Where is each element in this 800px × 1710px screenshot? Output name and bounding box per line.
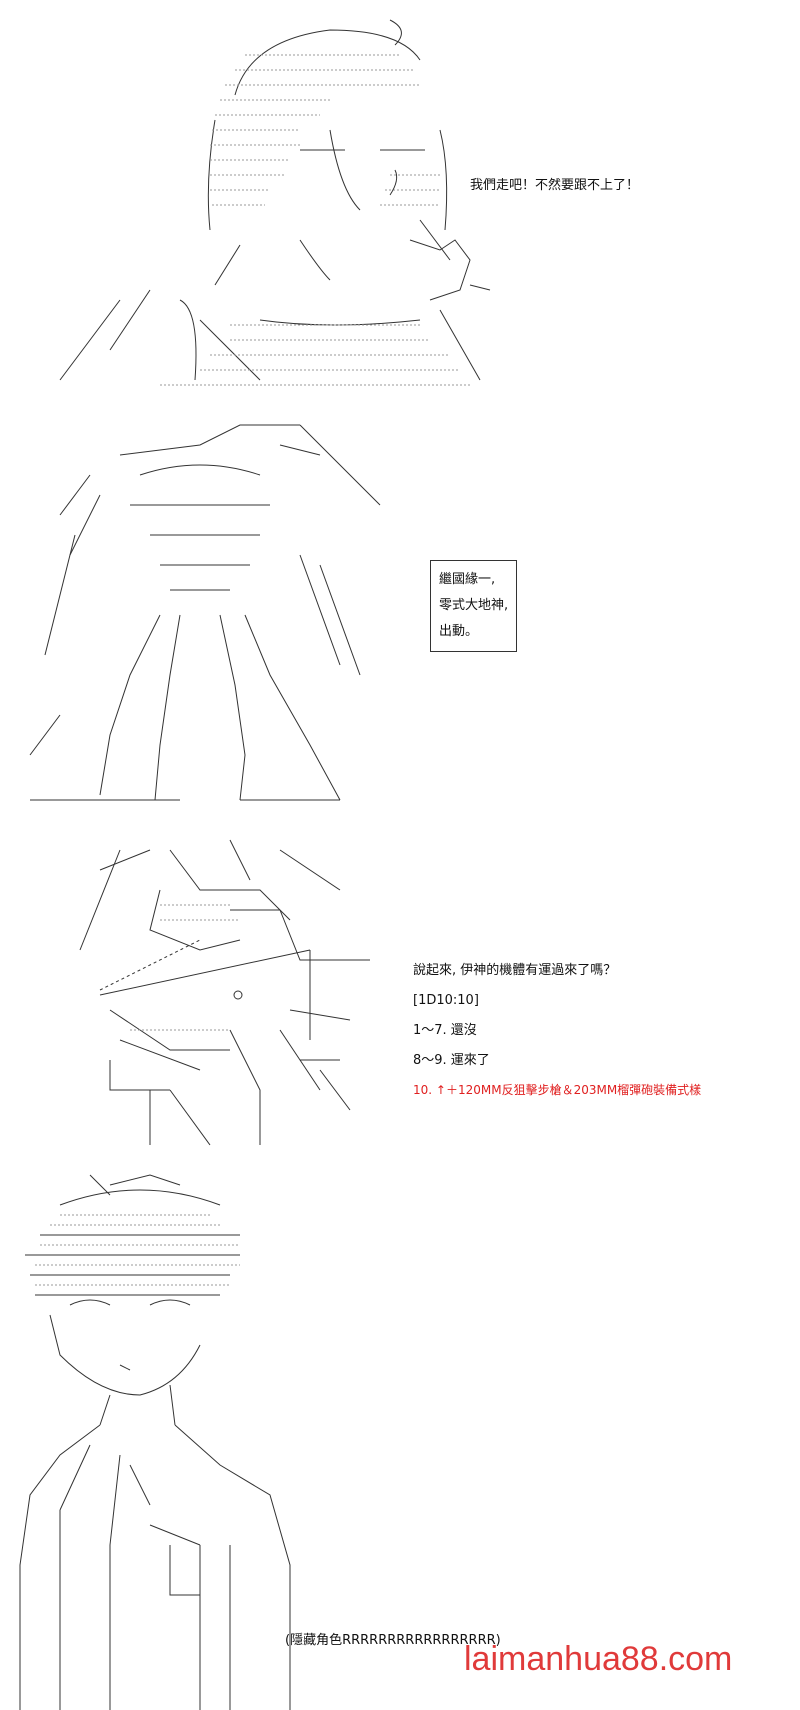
- option-3-selected: 10. ↑＋120MM反狙擊步槍＆203MM榴彈砲裝備式樣: [413, 1083, 702, 1097]
- option-2: 8～9. 運來了: [413, 1053, 490, 1068]
- box-line-2: 零式大地神,: [439, 598, 509, 613]
- box-line-3: 出動。: [439, 624, 479, 639]
- question-text: 說起來, 伊神的機體有運過來了嗎？: [413, 963, 617, 978]
- site-watermark: laimanhua88.com: [464, 1640, 733, 1678]
- panel-1: 我們走吧！不然要跟不上了！: [0, 0, 800, 400]
- dice-roll: [1D10:10]: [413, 993, 479, 1008]
- ascii-art-girl-waving: [0, 0, 800, 400]
- panel-3: 說起來, 伊神的機體有運過來了嗎？ [1D10:10] 1～7. 還沒 8～9.…: [0, 830, 800, 1150]
- ascii-art-hidden-character: [0, 1165, 800, 1710]
- ascii-art-armored-figure: [0, 415, 800, 815]
- ascii-art-mecha-with-rifle: [0, 830, 800, 1150]
- box-line-1: 繼國緣一,: [439, 572, 496, 587]
- caption-box: 繼國緣一, 零式大地神, 出動。: [430, 560, 518, 652]
- panel-4: (隱藏角色RRRRRRRRRRRRRRRRR): [0, 1165, 800, 1710]
- speech-text: 我們走吧！不然要跟不上了！: [470, 178, 640, 193]
- panel-2: 繼國緣一, 零式大地神, 出動。: [0, 415, 800, 815]
- option-1: 1～7. 還沒: [413, 1023, 477, 1038]
- hidden-character-caption: (隱藏角色RRRRRRRRRRRRRRRRR): [285, 1633, 501, 1648]
